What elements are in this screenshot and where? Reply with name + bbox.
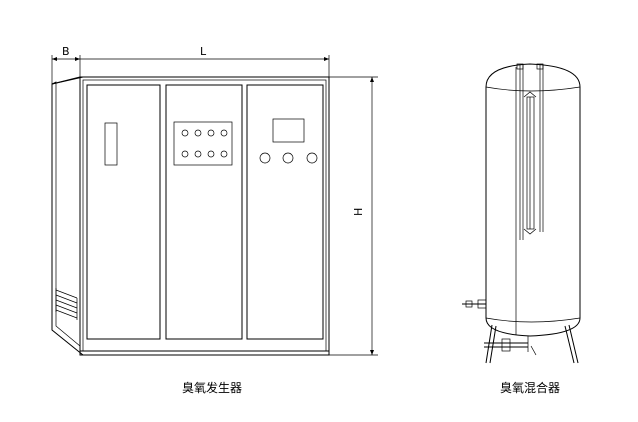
door-panel-left xyxy=(86,84,161,340)
level-gauge xyxy=(523,91,537,235)
dimension-h-label: H xyxy=(352,208,365,216)
ozone-mixer xyxy=(462,63,581,364)
indicator-lights xyxy=(181,129,228,158)
generator-side-panel xyxy=(51,76,84,356)
tank-legs xyxy=(485,324,579,364)
bottom-outlet xyxy=(484,336,537,356)
mixer-caption: 臭氧混合器 xyxy=(500,381,561,395)
side-valve xyxy=(462,299,487,309)
dimension-l-label: L xyxy=(200,45,207,58)
control-knobs xyxy=(259,152,318,164)
vent-louvers xyxy=(55,288,78,320)
display-screen xyxy=(272,118,305,143)
dimension-h xyxy=(329,76,378,356)
generator-caption: 臭氧发生器 xyxy=(182,381,243,395)
door-handle xyxy=(104,122,118,166)
generator-front-frame xyxy=(79,76,330,356)
mixer-tank-body xyxy=(485,63,581,337)
dimension-b-label: B xyxy=(62,45,70,58)
door-panel-middle xyxy=(165,84,243,340)
dimension-l xyxy=(80,55,330,77)
inner-pipes xyxy=(516,63,544,240)
door-panel-right xyxy=(246,84,324,340)
control-panel xyxy=(173,121,233,166)
ozone-generator xyxy=(51,55,378,356)
dimension-b xyxy=(51,55,81,84)
